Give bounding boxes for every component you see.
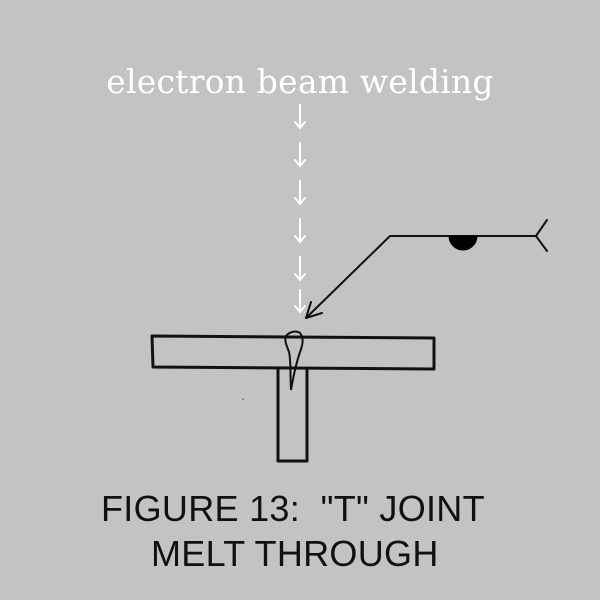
beam-arrow-icon xyxy=(294,289,306,314)
figure-caption-line-1: FIGURE 13: "T" JOINT xyxy=(101,488,485,529)
beam-arrow-icon xyxy=(294,180,306,206)
figure-caption-line-2: MELT THROUGH xyxy=(151,533,439,574)
electron-beam-arrows xyxy=(294,104,306,314)
weld-nugget xyxy=(284,330,304,391)
speck xyxy=(242,398,244,400)
stem-plate xyxy=(276,368,309,463)
beam-arrow-icon xyxy=(294,104,306,130)
leader-arrow-icon xyxy=(305,235,537,319)
beam-arrow-icon xyxy=(294,256,306,282)
beam-label: electron beam welding xyxy=(106,62,494,101)
beam-arrow-icon xyxy=(294,142,306,168)
beam-arrow-icon xyxy=(294,218,306,244)
top-plate xyxy=(150,334,436,371)
melt-through-symbol-icon xyxy=(448,235,478,251)
reference-tail-icon xyxy=(535,219,548,252)
